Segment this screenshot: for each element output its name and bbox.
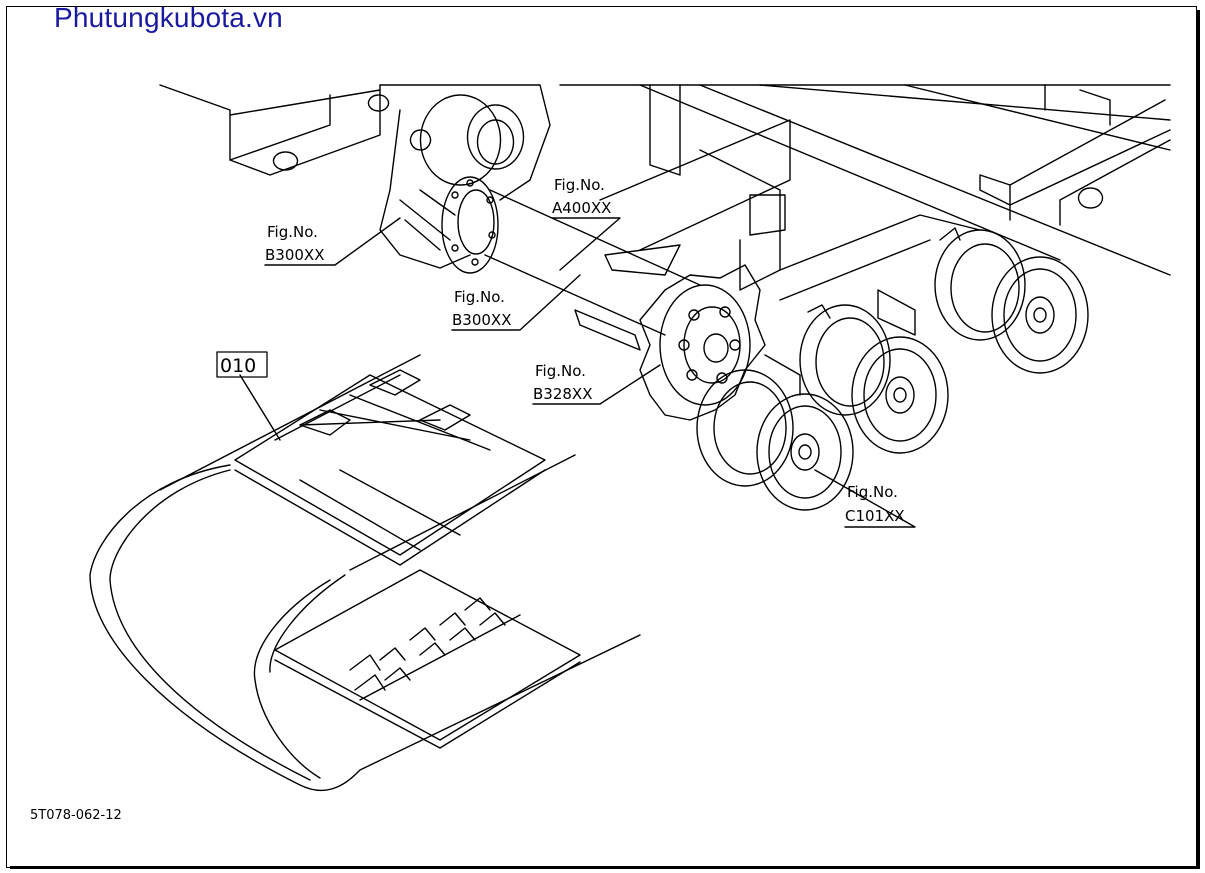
track-rollers: [696, 227, 1089, 511]
machine-frame: [559, 84, 1171, 301]
part-number-box[interactable]: [216, 351, 268, 378]
callout-b328-line1: Fig.No.: [535, 362, 586, 380]
frame-shadow-bottom: [10, 866, 1200, 869]
frame-shadow-right: [1197, 10, 1200, 869]
callout-b300-upper-line1: Fig.No.: [267, 223, 318, 241]
callout-b300-upper-line2[interactable]: B300XX: [265, 246, 324, 264]
leader-lines: [239, 217, 916, 528]
callout-b328-line2[interactable]: B328XX: [533, 385, 592, 403]
callout-c101-line2[interactable]: C101XX: [845, 507, 905, 525]
axle-shaft: [441, 176, 701, 351]
drive-sprocket: [639, 264, 766, 421]
callout-b300-lower-line2[interactable]: B300XX: [452, 311, 511, 329]
callout-c101-line1: Fig.No.: [847, 483, 898, 501]
callout-a400-line2[interactable]: A400XX: [552, 199, 611, 217]
part-number-label[interactable]: 010: [220, 355, 256, 377]
rubber-track: [89, 354, 641, 792]
gearbox-housing: [159, 84, 551, 269]
callout-a400-line1: Fig.No.: [554, 176, 605, 194]
drawing-id: 5T078-062-12: [30, 808, 122, 823]
site-title[interactable]: Phutungkubota.vn: [54, 2, 283, 33]
callout-b300-lower-line1: Fig.No.: [454, 288, 505, 306]
